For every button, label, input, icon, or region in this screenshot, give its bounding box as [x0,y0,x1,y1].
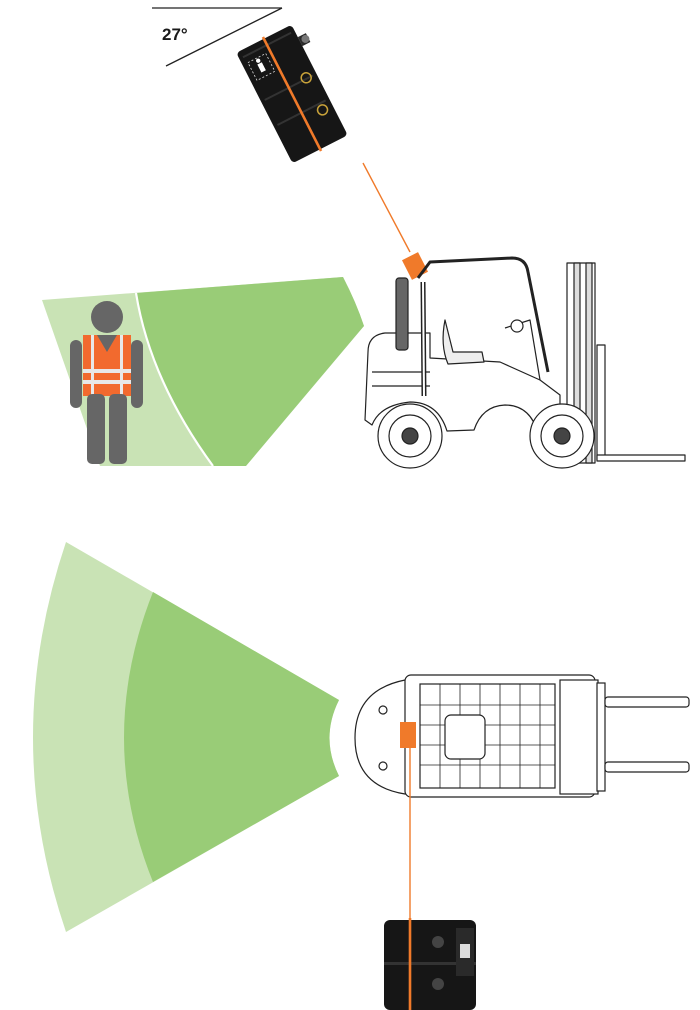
tilt-angle-indicator: 27° [152,7,283,67]
angle-tilted-line [165,7,283,67]
detection-zone-top-inner [124,592,339,882]
detection-zone-top [33,542,339,932]
forklift-side-icon [364,252,686,469]
worker-hi-vis-icon [70,301,143,464]
camera-sensor-icon [237,26,347,162]
top-view [33,542,690,1010]
angle-label: 27° [162,25,188,44]
forklift-top-icon [354,674,690,798]
camera-sensor-top-icon [384,918,476,1010]
side-view: 27° [42,7,686,469]
detection-zone-side-inner [136,277,364,466]
sensor-link-line [362,162,411,253]
